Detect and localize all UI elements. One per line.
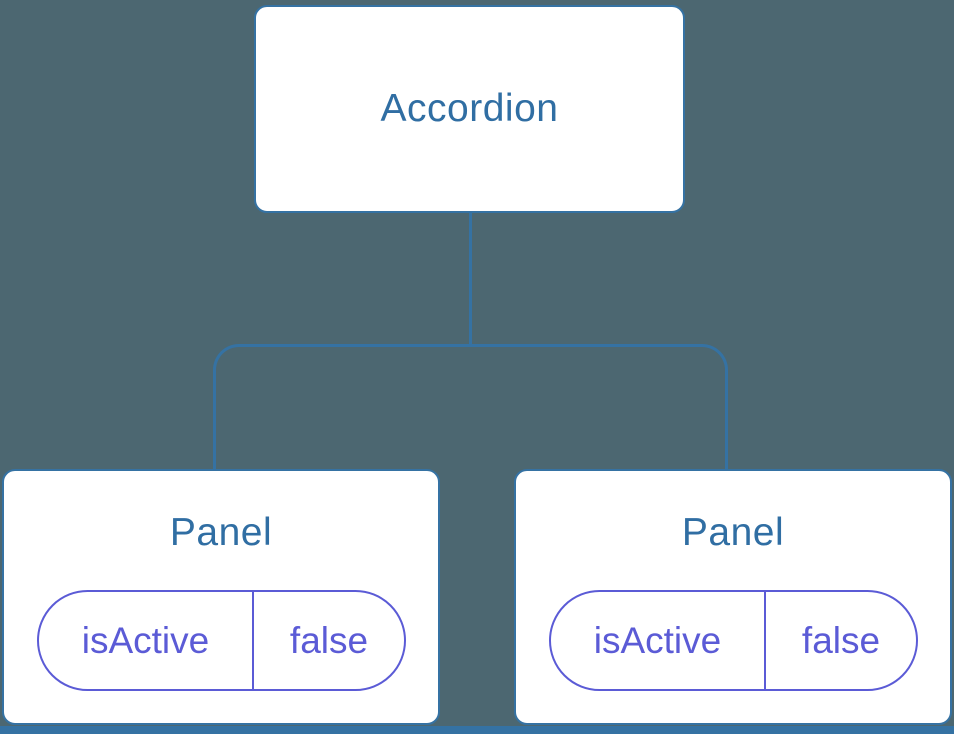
panel-node-right-label: Panel: [681, 511, 785, 554]
panel-node-left: Panel isActive false: [2, 469, 440, 725]
connector-stem: [468, 213, 472, 346]
panel-left-state-key: isActive: [39, 592, 254, 689]
panel-left-state-value: false: [289, 619, 369, 661]
bottom-edge-line: [0, 726, 954, 734]
panel-left-state-pill: isActive false: [37, 590, 406, 691]
accordion-node: Accordion: [254, 5, 685, 213]
accordion-node-label: Accordion: [380, 87, 559, 130]
connector-bracket: [212, 344, 728, 469]
panel-node-right: Panel isActive false: [514, 469, 952, 725]
panel-right-state-value: false: [801, 619, 881, 661]
panel-right-state-pill: isActive false: [549, 590, 918, 691]
panel-node-left-label: Panel: [169, 511, 273, 554]
panel-right-state-key: isActive: [551, 592, 766, 689]
